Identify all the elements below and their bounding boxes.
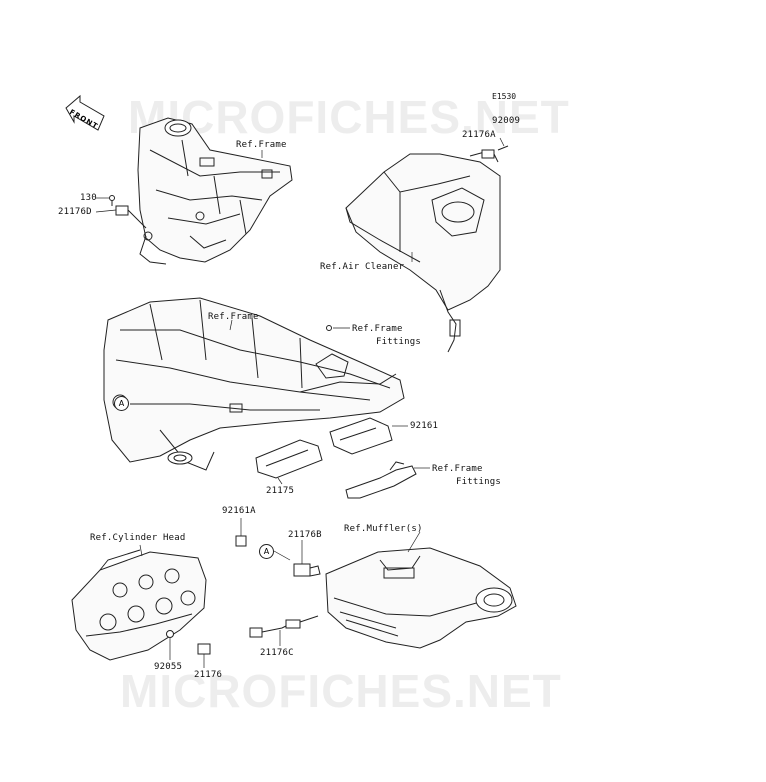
label-ref-air-cleaner: Ref.Air Cleaner <box>320 262 405 272</box>
cylinder-head-drawing <box>71 544 207 661</box>
callout-a-sensor: A <box>259 544 274 559</box>
label-ref-frame-fittings-upper-1: Ref.Frame <box>352 324 403 334</box>
part-92161A-drawing <box>235 518 247 547</box>
air-cleaner-drawing <box>345 145 509 353</box>
label-130: 130 <box>80 193 97 203</box>
label-92161: 92161 <box>410 421 439 431</box>
muffler-drawing <box>325 531 517 649</box>
label-ref-frame-fittings-lower-1: Ref.Frame <box>432 464 483 474</box>
callout-a-frame: A <box>114 396 129 411</box>
part-92055-drawing <box>166 630 174 660</box>
label-21176B: 21176B <box>288 530 322 540</box>
sensor-21176D-drawing <box>95 195 147 229</box>
diagram-code: E1530 <box>492 92 517 101</box>
watermark-bottom: MICROFICHES.NET <box>120 665 562 717</box>
frame-fittings-lower-drawing <box>345 461 430 499</box>
label-21176C: 21176C <box>260 648 294 658</box>
label-21176A: 21176A <box>462 130 496 140</box>
label-ref-muffler: Ref.Muffler(s) <box>344 524 423 534</box>
label-92161A: 92161A <box>222 506 256 516</box>
main-frame-drawing <box>103 297 405 471</box>
label-ref-cylinder-head: Ref.Cylinder Head <box>90 533 186 543</box>
sensor-21176B-drawing <box>293 540 321 577</box>
label-21176D: 21176D <box>58 207 92 217</box>
sensor-21176C-drawing <box>249 615 319 646</box>
label-ref-frame-main: Ref.Frame <box>208 312 259 322</box>
label-92055: 92055 <box>154 662 183 672</box>
front-arrow-icon <box>65 94 105 131</box>
label-21176: 21176 <box>194 670 223 680</box>
upper-frame-drawing <box>137 117 293 265</box>
label-21175: 21175 <box>266 486 295 496</box>
label-ref-frame-top: Ref.Frame <box>236 140 287 150</box>
part-21175-drawing <box>255 439 323 485</box>
label-ref-frame-fittings-upper-2: Fittings <box>376 337 421 347</box>
frame-fittings-upper-drawing <box>326 325 350 331</box>
sensor-21176-drawing <box>197 643 211 668</box>
label-92009: 92009 <box>492 116 521 126</box>
part-92161-drawing <box>329 417 408 455</box>
watermark-top: MICROFICHES.NET <box>128 91 570 143</box>
label-ref-frame-fittings-lower-2: Fittings <box>456 477 501 487</box>
